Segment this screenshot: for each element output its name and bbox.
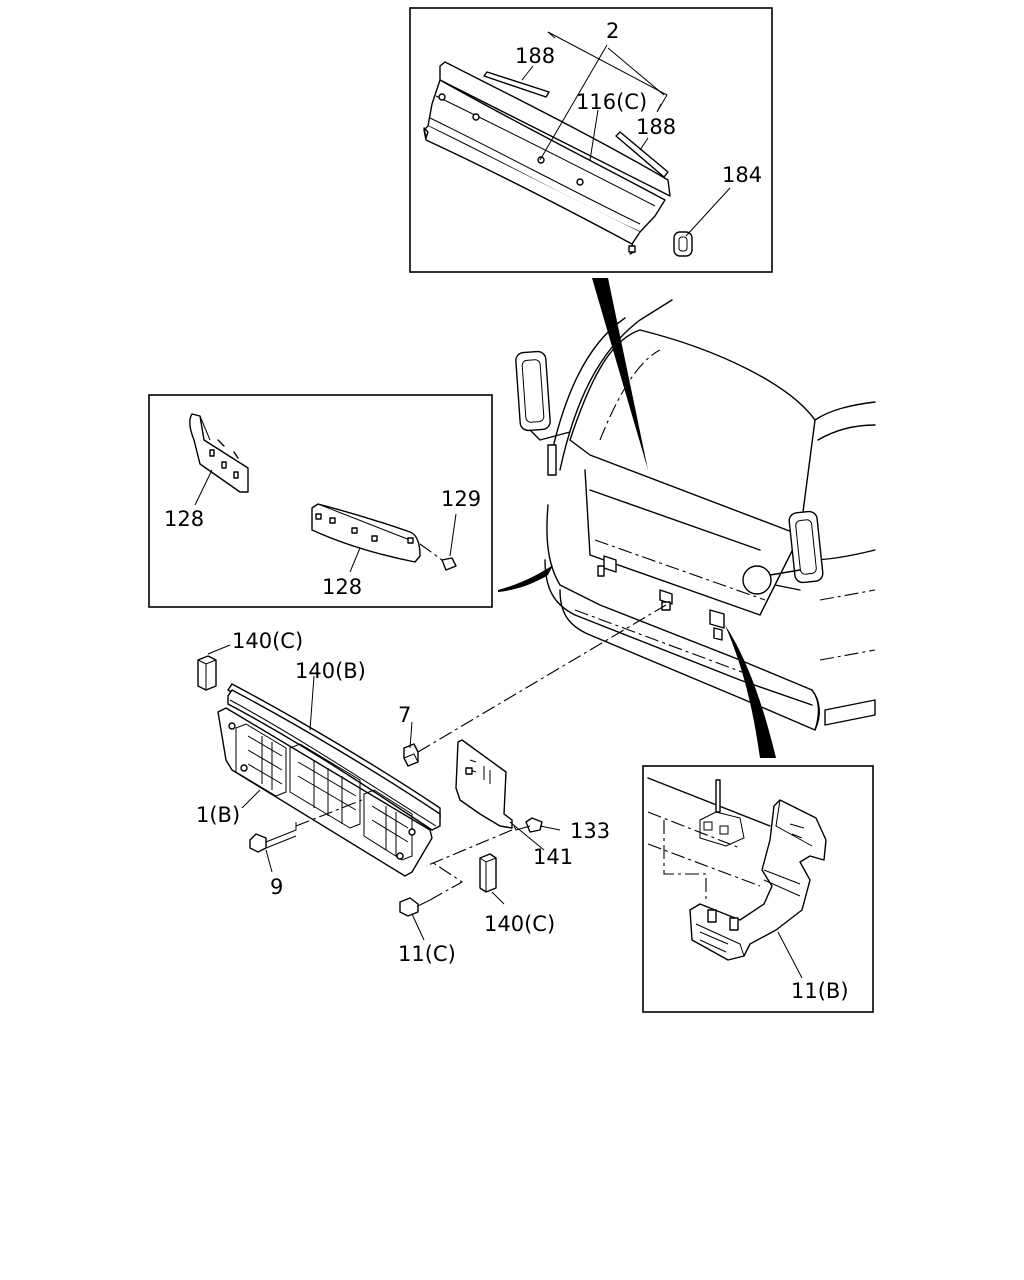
detail-box-clip xyxy=(642,765,874,1013)
detail-box-top xyxy=(409,7,773,273)
callout-184: 184 xyxy=(722,163,762,187)
leader-arrows xyxy=(498,278,776,758)
callout-labels: 2 188 116(C) 188 184 128 129 128 140(C) … xyxy=(164,19,849,1003)
callout-133: 133 xyxy=(570,819,610,843)
grille-windows xyxy=(235,723,413,861)
truck-cab-outline xyxy=(515,299,876,731)
callout-2: 2 xyxy=(606,19,619,43)
callout-188-right: 188 xyxy=(636,115,676,139)
callout-141: 141 xyxy=(533,845,573,869)
callout-11b: 11(B) xyxy=(791,979,849,1003)
callout-11c: 11(C) xyxy=(398,942,456,966)
callout-7: 7 xyxy=(398,703,411,727)
callout-129: 129 xyxy=(441,487,481,511)
callout-140b: 140(B) xyxy=(295,659,366,683)
callout-1b: 1(B) xyxy=(196,803,240,827)
callout-116c: 116(C) xyxy=(576,90,647,114)
callout-140c-bottom: 140(C) xyxy=(484,912,555,936)
callout-140c-top: 140(C) xyxy=(232,629,303,653)
callout-9: 9 xyxy=(270,875,283,899)
callout-188-left: 188 xyxy=(515,44,555,68)
callout-128-lower: 128 xyxy=(322,575,362,599)
detail-box-brackets xyxy=(148,394,493,608)
callout-128-upper: 128 xyxy=(164,507,204,531)
grille-assembly xyxy=(197,604,667,941)
